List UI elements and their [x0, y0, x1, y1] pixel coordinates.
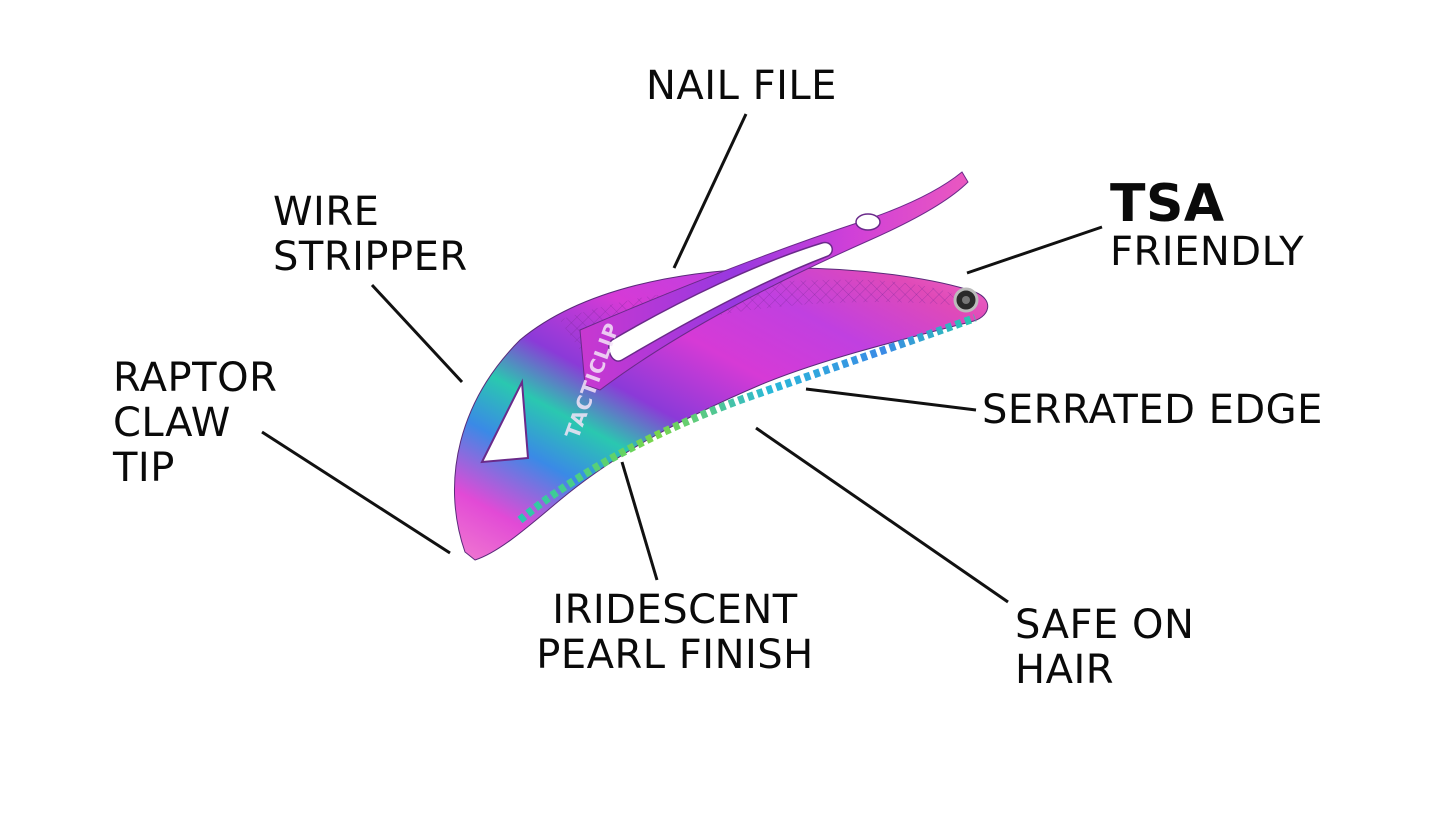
label-iridescent-line-1: IRIDESCENT [552, 587, 798, 633]
label-wire-stripper: WIRE STRIPPER [273, 190, 468, 280]
label-tsa-friendly: TSA FRIENDLY [1110, 178, 1304, 275]
label-nail-file-text: NAIL FILE [646, 63, 837, 109]
callout-lines [261, 113, 1103, 604]
label-raptor-claw-tip: RAPTOR CLAW TIP [113, 356, 277, 490]
label-wire-stripper-line-1: WIRE [273, 189, 380, 235]
label-safe-line-2: HAIR [1015, 646, 1115, 693]
label-tsa-line-2: FRIENDLY [1110, 229, 1304, 275]
callout-line-nail-file [672, 113, 748, 269]
label-raptor-line-3: TIP [113, 444, 175, 491]
label-wire-stripper-line-2: STRIPPER [273, 233, 468, 280]
callout-line-tsa [966, 225, 1103, 275]
callout-line-raptor [261, 430, 451, 555]
callout-line-iridescent [620, 461, 659, 581]
label-raptor-line-1: RAPTOR [113, 355, 278, 401]
label-nail-file: NAIL FILE [646, 64, 837, 109]
label-raptor-line-2: CLAW [113, 399, 231, 446]
clip-upper-arm [579, 171, 969, 391]
label-iridescent-line-2: PEARL FINISH [536, 631, 814, 678]
label-safe-line-1: SAFE ON [1015, 602, 1195, 648]
callout-line-serrated [805, 387, 977, 412]
label-tsa-line-1: TSA [1110, 174, 1225, 234]
callout-line-wire-stripper [370, 283, 464, 384]
label-serrated-edge: SERRATED EDGE [982, 388, 1323, 433]
label-safe-on-hair: SAFE ON HAIR [1015, 603, 1194, 693]
callout-line-safe-on-hair [755, 426, 1009, 604]
label-serrated-text: SERRATED EDGE [982, 387, 1323, 433]
label-iridescent-pearl-finish: IRIDESCENT PEARL FINISH [522, 588, 828, 678]
